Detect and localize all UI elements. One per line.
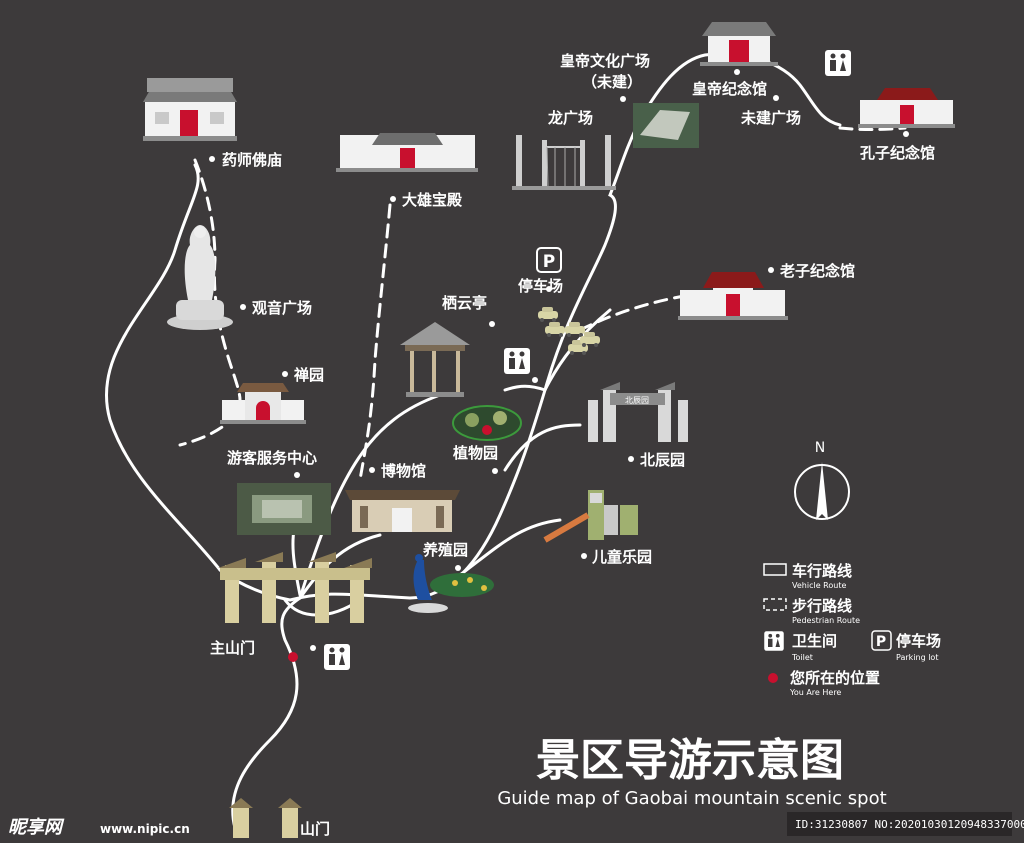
label-unbuilt-square: 未建广场 xyxy=(740,109,801,127)
parking-sign-icon[interactable]: P xyxy=(536,247,562,273)
legend-parking-en: Parking lot xyxy=(896,653,938,662)
svg-text:P: P xyxy=(876,634,886,650)
visitor-center-photo[interactable] xyxy=(237,483,331,535)
emperor-memorial-building[interactable] xyxy=(700,22,778,66)
legend: 车行路线 Vehicle Route 步行路线 Pedestrian Route… xyxy=(763,562,941,697)
legend-you-are-here: 您所在的位置 xyxy=(789,669,880,687)
watermark-id: ID:31230807 NO:20201030120948337000 xyxy=(795,818,1024,831)
toilet-icon[interactable] xyxy=(324,644,350,670)
label-main-gate: 主山门 xyxy=(210,639,255,657)
legend-vehicle-en: Vehicle Route xyxy=(792,581,846,590)
label-visitor-center: 游客服务中心 xyxy=(227,449,317,467)
label-zhiwuyuan: 植物园 xyxy=(453,444,498,462)
label-yangzhiyuan: 养殖园 xyxy=(422,541,468,559)
peacock-figure[interactable] xyxy=(408,554,494,613)
beichenyuan-plaque: 北辰园 xyxy=(625,396,649,405)
label-culture-square: 皇帝文化广场 xyxy=(560,52,650,70)
label-daxiong: 大雄宝殿 xyxy=(402,191,463,209)
label-confucius: 孔子纪念馆 xyxy=(860,144,935,162)
compass: N xyxy=(794,440,850,520)
legend-vehicle: 车行路线 xyxy=(792,562,852,580)
legend-toilet-icon xyxy=(764,631,784,651)
label-shanmen: 山门 xyxy=(300,820,330,838)
label-guanyin: 观音广场 xyxy=(252,299,312,317)
label-dragon-square: 龙广场 xyxy=(547,109,593,127)
watermark: 昵享网 www.nipic.cn ID:31230807 NO:20201030… xyxy=(8,812,1024,838)
children-park-structure[interactable] xyxy=(543,490,638,543)
beichenyuan-gate[interactable]: 北辰园 xyxy=(588,382,688,442)
shanmen-gate[interactable] xyxy=(229,798,302,838)
daxiong-hall-building[interactable] xyxy=(336,133,478,172)
yaoshi-temple-building[interactable] xyxy=(143,78,237,141)
legend-vehicle-icon xyxy=(763,563,787,576)
parking-cars xyxy=(538,307,600,355)
culture-square-photo[interactable] xyxy=(633,103,699,148)
legend-you-are-here-icon xyxy=(768,673,778,683)
legend-parking-icon: P xyxy=(871,630,892,651)
qiyunting-pavilion[interactable] xyxy=(400,322,470,397)
compass-north-label: N xyxy=(815,440,825,456)
label-dots xyxy=(209,69,909,651)
label-not-built-note: （未建） xyxy=(582,73,642,91)
legend-parking: 停车场 xyxy=(896,632,941,650)
laozi-memorial-building[interactable] xyxy=(678,272,788,320)
map-title: 景区导游示意图 xyxy=(536,735,844,786)
label-children-park: 儿童乐园 xyxy=(591,548,652,566)
watermark-site: www.nipic.cn xyxy=(100,822,190,836)
label-beichenyuan: 北辰园 xyxy=(640,451,685,469)
label-qiyunting: 栖云亭 xyxy=(442,294,487,312)
legend-toilet-en: Toilet xyxy=(791,653,813,662)
guanyin-statue[interactable] xyxy=(167,225,233,330)
toilet-icon[interactable] xyxy=(504,348,530,374)
toilet-icon[interactable] xyxy=(825,50,851,76)
svg-text:P: P xyxy=(543,252,555,272)
label-chanyuan: 禅园 xyxy=(293,366,324,384)
compass-needle-icon xyxy=(816,462,828,520)
museum-building[interactable] xyxy=(345,490,460,532)
chanyuan-building[interactable] xyxy=(220,383,306,424)
label-yaoshi: 药师佛庙 xyxy=(222,151,282,169)
legend-walk-icon xyxy=(763,598,787,611)
dragon-square-structure[interactable] xyxy=(512,135,616,190)
legend-walk-en: Pedestrian Route xyxy=(792,616,860,625)
main-gate[interactable] xyxy=(218,552,372,623)
confucius-memorial-building[interactable] xyxy=(858,88,955,128)
legend-toilet: 卫生间 xyxy=(792,632,837,650)
map-subtitle: Guide map of Gaobai mountain scenic spot xyxy=(497,788,886,809)
legend-you-are-here-en: You Are Here xyxy=(789,688,841,697)
watermark-logo: 昵享网 xyxy=(8,817,65,838)
label-museum: 博物馆 xyxy=(381,462,426,480)
zhiwuyuan-garden[interactable] xyxy=(452,405,522,441)
label-laozi: 老子纪念馆 xyxy=(779,262,855,280)
label-parking: 停车场 xyxy=(518,277,563,295)
you-are-here-marker xyxy=(288,652,298,662)
label-emperor-memorial: 皇帝纪念馆 xyxy=(692,80,767,98)
legend-walk: 步行路线 xyxy=(792,597,852,615)
